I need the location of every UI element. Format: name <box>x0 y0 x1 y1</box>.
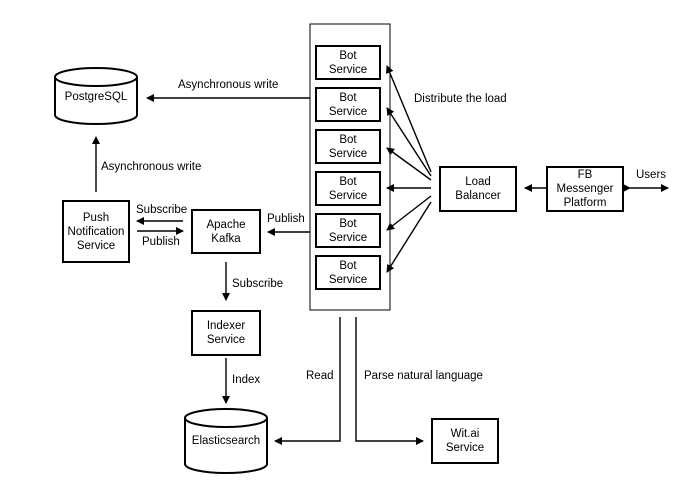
label-subscribe-push: Subscribe <box>136 204 188 216</box>
label-read: Read <box>306 370 334 382</box>
apache-kafka: Apache Kafka <box>191 209 261 254</box>
fb-messenger-platform: FB Messenger Platform <box>546 166 624 212</box>
postgresql-label: PostgreSQL <box>64 91 128 103</box>
label-subscribe-indexer: Subscribe <box>232 278 284 290</box>
bot-service-5: Bot Service <box>315 213 381 248</box>
label-publish-bot: Publish <box>267 213 305 225</box>
bot-service-2: Bot Service <box>315 87 381 122</box>
label-async-write-1: Asynchronous write <box>178 79 279 91</box>
bot-service-6: Bot Service <box>315 255 381 290</box>
label-parse-natural-language: Parse natural language <box>364 370 483 382</box>
postgresql-cylinder <box>54 67 138 125</box>
arrow-read-elastic <box>274 317 341 445</box>
label-users: Users <box>636 169 667 181</box>
bot-service-group <box>309 23 391 311</box>
indexer-service: Indexer Service <box>191 310 261 356</box>
arrow-lb-bot-5 <box>386 195 432 231</box>
bot-service-3: Bot Service <box>315 129 381 164</box>
label-async-write-2: Asynchronous write <box>101 161 202 173</box>
arrow-parse-witai <box>355 317 424 445</box>
witai-service: Wit.ai Service <box>431 418 499 464</box>
label-publish-push: Publish <box>142 236 180 248</box>
push-notification-service: Push Notification Service <box>62 200 130 263</box>
load-balancer: Load Balancer <box>439 166 517 212</box>
label-distribute-load: Distribute the load <box>414 93 507 105</box>
arrow-lb-bot-3 <box>386 147 432 181</box>
arrow-lb-bot-6 <box>386 201 432 273</box>
elasticsearch-label: Elasticsearch <box>191 435 261 447</box>
bot-service-1: Bot Service <box>315 45 381 80</box>
elasticsearch-cylinder <box>184 408 268 474</box>
arrow-lb-bot-1 <box>385 65 432 173</box>
arrow-lb-bot-2 <box>386 107 432 177</box>
bot-service-4: Bot Service <box>315 171 381 206</box>
label-index: Index <box>232 374 261 386</box>
